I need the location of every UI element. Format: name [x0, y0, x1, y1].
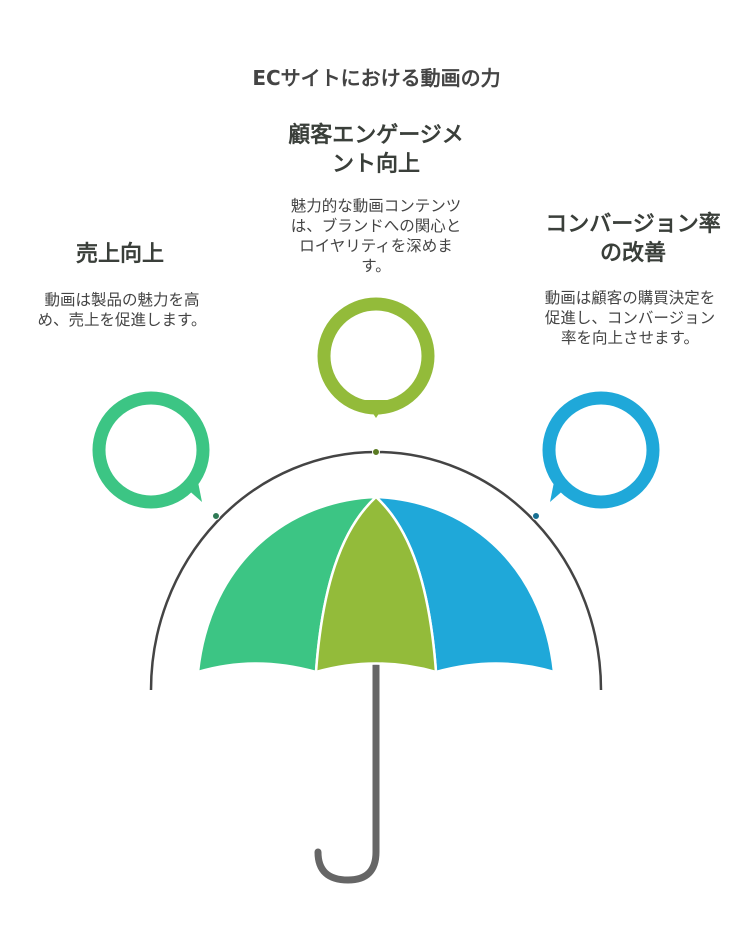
bubble-conversion — [542, 391, 660, 509]
dot-engagement — [372, 448, 380, 456]
dot-conversion — [532, 512, 540, 520]
diagram-title: ECサイトにおける動画の力 — [252, 66, 501, 90]
bubble-engagement — [317, 297, 435, 418]
desc-conversion: 動画は顧客の購買決定を促進し、コンバージョン率を向上させます。 — [544, 289, 716, 347]
desc-sales: 動画は製品の魅力を高め、売上を促進します。 — [37, 291, 207, 329]
umbrella-handle — [314, 661, 380, 884]
heading-conversion: コンバージョン率の改善 — [545, 212, 721, 266]
bubble-sales — [92, 391, 210, 509]
desc-engagement: 魅力的な動画コンテンツは、ブランドへの関心とロイヤリティを深めます。 — [290, 197, 462, 275]
canopy-center — [314, 495, 438, 674]
heading-engagement: 顧客エンゲージメント向上 — [288, 123, 464, 177]
heading-sales: 売上向上 — [75, 242, 164, 267]
dot-sales — [212, 512, 220, 520]
